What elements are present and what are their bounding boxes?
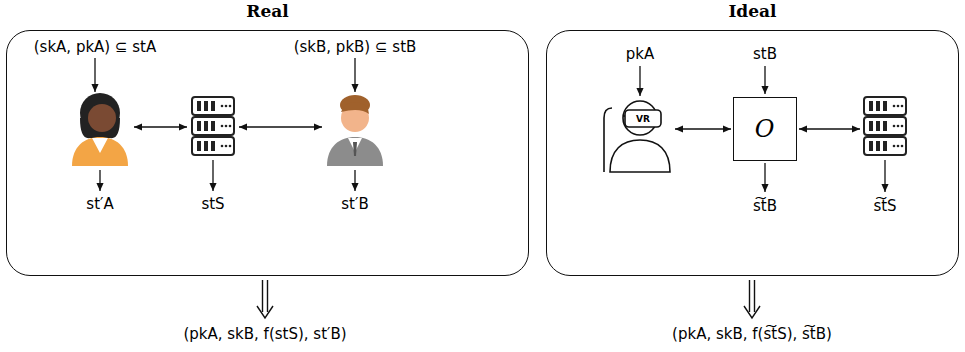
message-arrow: [134, 126, 187, 127]
headset-strap: [623, 115, 625, 117]
body: [72, 137, 128, 166]
state-label: st′A: [86, 195, 113, 213]
server-slots: [869, 101, 903, 151]
input-arrow: [354, 58, 355, 92]
headset-text: VR: [636, 114, 650, 124]
person-icon: [72, 93, 128, 166]
oracle-box: O: [733, 97, 797, 161]
headset: [625, 110, 661, 127]
output-arrow: [212, 160, 213, 191]
output-arrow: [354, 170, 355, 191]
message-arrow: [675, 128, 731, 129]
body: [327, 137, 383, 166]
body: [610, 140, 670, 172]
hair: [341, 102, 369, 114]
server-unit: [192, 137, 234, 155]
collar: [92, 138, 108, 153]
math-label: pkA: [626, 45, 654, 63]
server-unit: [864, 137, 906, 155]
input-arrow: [639, 66, 640, 96]
state-label: stS: [201, 195, 224, 213]
server-icon: [192, 97, 234, 155]
state-label: s͠tB: [753, 197, 777, 215]
panel-title: Real: [7, 1, 528, 21]
server-unit: [864, 97, 906, 115]
arrows: [95, 58, 885, 192]
oracle-symbol: O: [755, 115, 775, 143]
server-icon: [864, 97, 906, 155]
message-arrow: [239, 126, 322, 127]
world-panel: IdealO: [546, 30, 959, 276]
math-label: (skA, pkA) ⊆ stA: [34, 38, 157, 56]
state-label: s͠tS: [873, 197, 896, 215]
server-unit: [192, 97, 234, 115]
input-arrow: [764, 66, 765, 94]
implies-arrow: [257, 280, 760, 318]
server-unit: [192, 117, 234, 135]
server-slots: [197, 101, 231, 151]
output-arrow: [99, 170, 100, 191]
math-label: stB: [753, 45, 777, 63]
vr-person-icon: [604, 101, 670, 172]
math-label: (skB, pkB) ⊆ stB: [294, 38, 417, 56]
state-label: st′B: [341, 195, 368, 213]
server-unit: [864, 117, 906, 135]
panel-title: Ideal: [547, 1, 958, 21]
world-panel: Real: [6, 30, 529, 276]
output-arrow: [884, 160, 885, 192]
input-arrow: [94, 58, 95, 92]
output-arrow: [764, 163, 765, 192]
output-tuple: (pkA, skB, f(s͠tS), s͠tB): [672, 325, 832, 343]
tie: [353, 142, 357, 156]
person-icon: [327, 95, 383, 166]
face: [88, 104, 116, 132]
message-arrow: [799, 128, 860, 129]
output-tuple: (pkA, skB, f(stS), st′B): [183, 325, 346, 343]
